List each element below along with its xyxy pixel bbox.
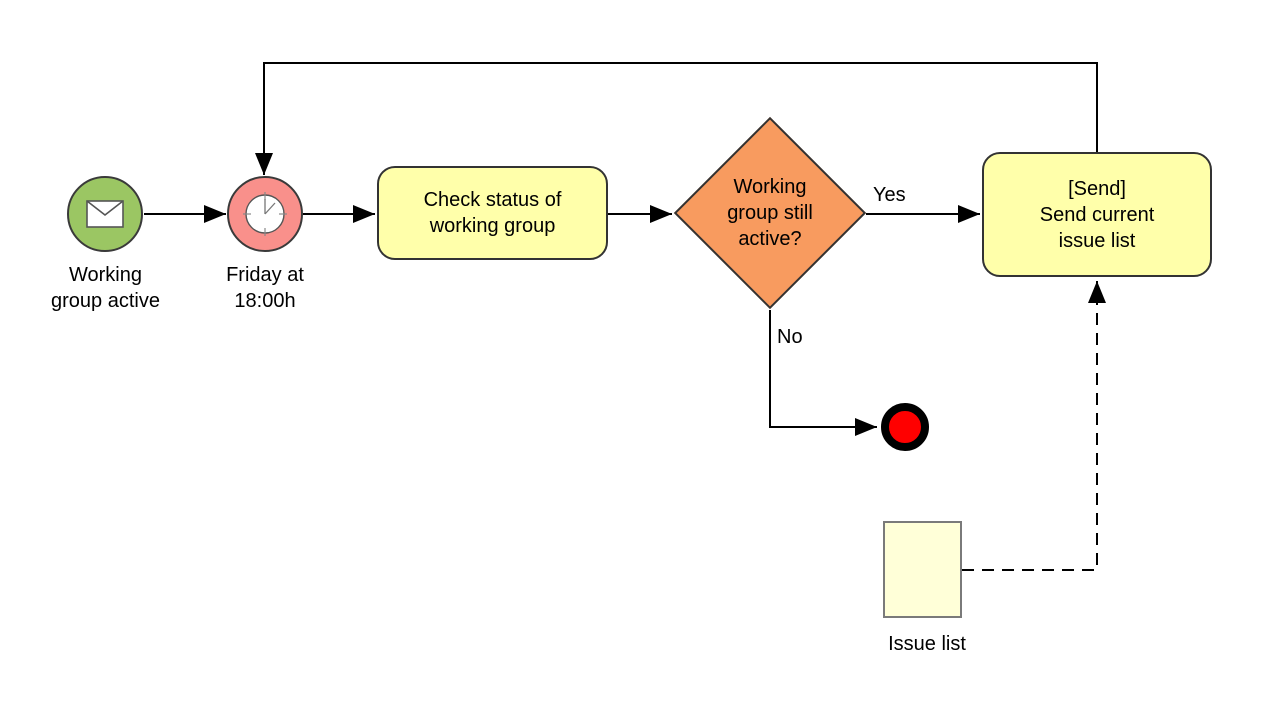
edge-label-no: No — [777, 326, 803, 348]
timer-event-label: Friday at 18:00h — [226, 264, 304, 312]
task-check-status: Check status of working group — [377, 166, 608, 260]
edge-label-yes: Yes — [873, 184, 906, 206]
start-event-working-group-active — [67, 176, 143, 252]
data-object-label: Issue list — [888, 633, 966, 655]
gateway-label: Working group still active? — [727, 176, 813, 250]
start-event-label: Working group active — [51, 264, 160, 312]
clock-icon — [243, 192, 287, 236]
message-envelope-icon — [86, 200, 124, 228]
flow-send-loop-to-timer — [255, 62, 1098, 175]
data-object-issue-list — [883, 521, 962, 618]
association-issue-list-to-send — [962, 281, 1106, 571]
end-event — [881, 403, 929, 451]
timer-event-friday — [227, 176, 303, 252]
task-send-issue-list: [Send] Send current issue list — [982, 152, 1212, 277]
